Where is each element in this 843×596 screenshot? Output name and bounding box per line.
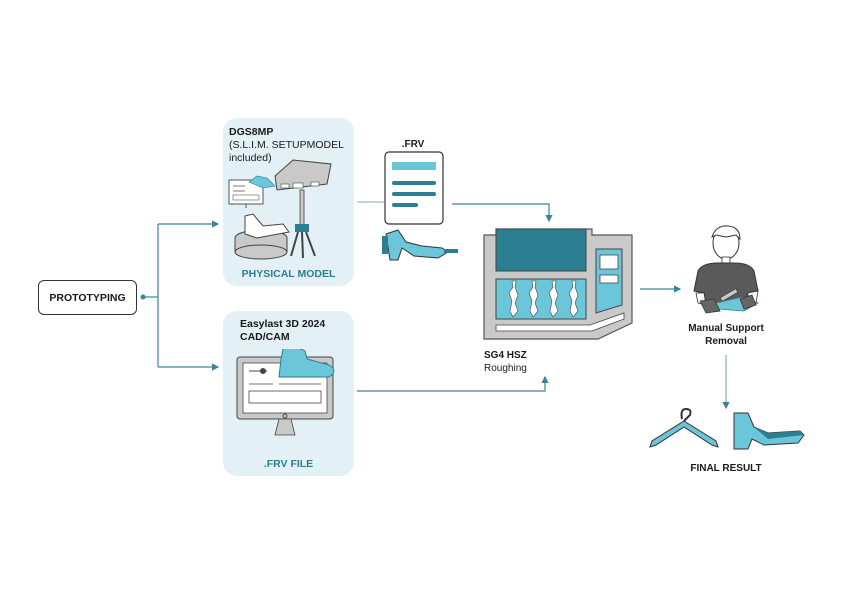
cnc-machine-icon [483, 228, 633, 340]
frv-label: .FRV [401, 139, 425, 150]
machine-name: SG4 HSZ [484, 350, 527, 361]
physical-model-card: DGS8MP (S.L.I.M. SETUPMODEL included) [223, 118, 354, 286]
cad-card-title-block: Easylast 3D 2024 CAD/CAM [240, 318, 325, 344]
arrow-to-machine [452, 203, 553, 223]
cad-monitor-icon [236, 349, 335, 436]
prototyping-node: PROTOTYPING [38, 280, 137, 315]
cad-card-title-1: Easylast 3D 2024 [240, 318, 326, 330]
document-icon [384, 151, 444, 225]
scanner-setup-icon [228, 159, 332, 260]
cad-card-title-2: CAD/CAM [240, 331, 290, 343]
final-result-label: FINAL RESULT [690, 463, 762, 474]
manual-step-line1: Manual Support [688, 323, 764, 334]
tripod-icon [290, 189, 316, 259]
worker-icon [693, 225, 759, 314]
physical-card-title: DGS8MP [229, 126, 274, 138]
cad-card: Easylast 3D 2024 CAD/CAM .FRV FILE [223, 311, 354, 476]
physical-card-title-block: DGS8MP (S.L.I.M. SETUPMODEL included) [229, 126, 344, 165]
shoe-last-icon [278, 349, 335, 378]
physical-card-subtitle-2: included) [229, 152, 272, 164]
manual-step-label: Manual Support Removal [674, 323, 778, 348]
prototyping-label: PROTOTYPING [49, 291, 126, 304]
turntable-icon [234, 213, 290, 260]
scanner-icon [274, 159, 332, 191]
manual-step-line2: Removal [705, 335, 747, 347]
final-result-icons [649, 407, 805, 450]
machine-process: Roughing [484, 362, 527, 374]
hanger-icon [649, 407, 719, 448]
milling-parts [508, 280, 579, 318]
cad-card-footer: .FRV FILE [263, 458, 314, 470]
machine-label-block: SG4 HSZ Roughing [484, 350, 527, 375]
frv-document-group [382, 151, 458, 261]
arrow-cad-to-machine [357, 375, 549, 392]
heel-shoe-icon [382, 229, 458, 261]
shoe-last-icon [248, 175, 276, 189]
physical-card-footer: PHYSICAL MODEL [241, 268, 336, 280]
heel-shoe-icon [733, 412, 805, 450]
physical-card-subtitle-1: (S.L.I.M. SETUPMODEL [229, 139, 344, 151]
